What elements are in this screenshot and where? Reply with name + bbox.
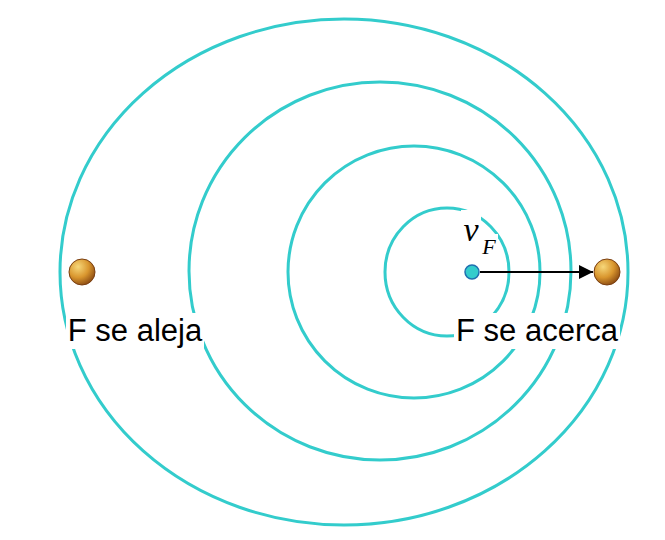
- source-dot: [464, 264, 480, 280]
- observer-ball: F se aleja: [68, 258, 96, 286]
- observer-ball: F se acerca: [593, 258, 621, 286]
- ball-shape: [68, 258, 96, 286]
- ball-circle: [594, 259, 620, 285]
- wave-source: vF: [464, 264, 480, 280]
- source-circle: [465, 265, 479, 279]
- velocity-arrow: [480, 271, 593, 273]
- wavefront: [60, 19, 628, 525]
- velocity-symbol: v: [461, 210, 480, 249]
- observer-label: F se acerca: [454, 313, 620, 349]
- ball-circle: [69, 259, 95, 285]
- velocity-subscript: F: [480, 234, 497, 259]
- ball-shape: [593, 258, 621, 286]
- observer-label: F se aleja: [66, 313, 204, 349]
